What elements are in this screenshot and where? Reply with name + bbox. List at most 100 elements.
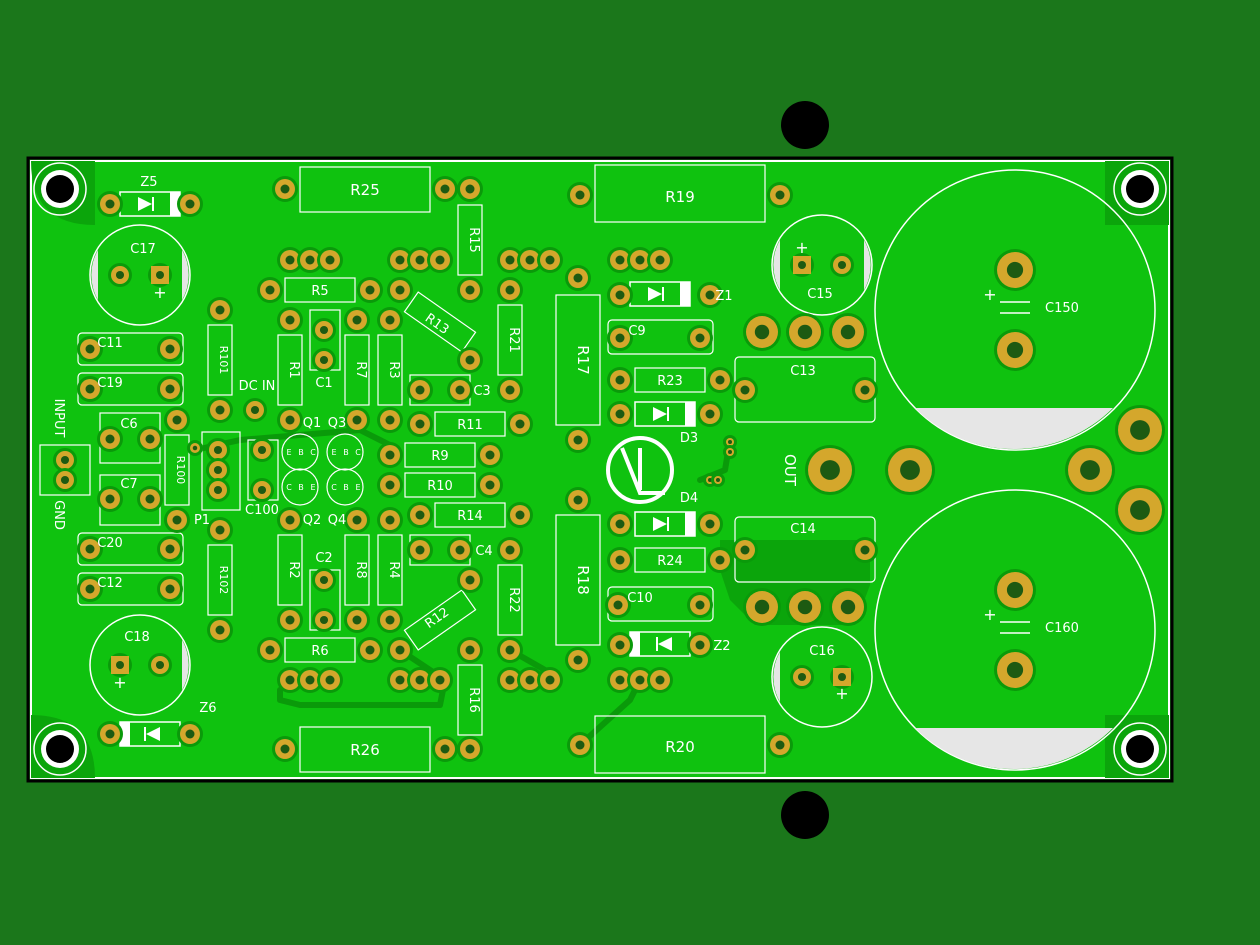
pad-hole	[319, 325, 329, 335]
pad-hole	[705, 290, 715, 300]
label-d4: D4	[680, 491, 698, 506]
pad-hole	[365, 285, 375, 295]
pad-hole	[575, 740, 585, 750]
pad-hole	[415, 675, 425, 685]
label-r1: R1	[286, 361, 301, 378]
pad-hole	[740, 385, 750, 395]
label-c13: C13	[790, 364, 816, 379]
pad-hole	[840, 324, 856, 340]
label-c19: C19	[97, 376, 123, 391]
pad-hole	[615, 333, 625, 343]
pad-hole	[385, 315, 395, 325]
pad-hole	[285, 515, 295, 525]
pad-hole	[105, 494, 115, 504]
pcb-outline	[26, 156, 1174, 783]
pad-hole	[319, 575, 329, 585]
pin-label: E	[331, 448, 336, 457]
pad-hole	[395, 255, 405, 265]
label-r100: R100	[174, 456, 187, 485]
pad-hole	[165, 384, 175, 394]
mounting-hole-icon	[33, 722, 87, 776]
pad-hole	[615, 640, 625, 650]
pad-hole	[145, 434, 155, 444]
pad-hole	[573, 273, 583, 283]
pad-hole	[715, 375, 725, 385]
label-r22: R22	[506, 587, 521, 613]
plus-mark: +	[153, 283, 166, 302]
pad-hole	[105, 434, 115, 444]
pad-hole	[573, 655, 583, 665]
pad-hole	[265, 645, 275, 655]
transistor-outlines	[281, 433, 364, 506]
label-c18: C18	[124, 630, 150, 645]
label-r25: R25	[350, 181, 380, 199]
pad-hole	[85, 584, 95, 594]
pin-label: C	[355, 448, 361, 457]
label-r6: R6	[311, 644, 328, 659]
pad-hole	[415, 510, 425, 520]
label-c14: C14	[790, 522, 816, 537]
pad-hole	[525, 255, 535, 265]
pad-hole	[465, 744, 475, 754]
mounting-hole-icon	[781, 791, 829, 839]
pin-label: B	[343, 483, 349, 492]
pad-hole	[1006, 661, 1024, 679]
pad-hole	[505, 545, 515, 555]
label-c100: C100	[245, 503, 279, 518]
pad-hole	[754, 324, 770, 340]
transistor-pin-labels: E B C E B C C B E C B E	[286, 448, 361, 492]
label-c160: C160	[1045, 621, 1079, 636]
pad-hole	[192, 445, 198, 451]
pad-hole	[635, 675, 645, 685]
pad-hole	[615, 555, 625, 565]
pad-hole	[325, 675, 335, 685]
pad-hole	[695, 600, 705, 610]
pad-hole	[85, 544, 95, 554]
label-q2: Q2	[303, 513, 322, 528]
label-r26: R26	[350, 741, 380, 759]
pad-hole	[615, 375, 625, 385]
pad-hole	[465, 285, 475, 295]
pad-hole	[305, 255, 315, 265]
pad-hole	[728, 450, 732, 454]
pad-hole	[465, 355, 475, 365]
pad-hole	[105, 199, 115, 209]
capacitor-icon	[89, 224, 191, 326]
label-r19: R19	[665, 188, 695, 206]
label-r10: R10	[427, 479, 453, 494]
pad-hole	[257, 445, 267, 455]
pad-hole	[635, 255, 645, 265]
pad-hole	[705, 409, 715, 419]
pad-hole	[573, 495, 583, 505]
label-c15: C15	[807, 287, 833, 302]
label-c6: C6	[120, 417, 137, 432]
label-r2: R2	[286, 561, 301, 578]
pad-hole	[515, 419, 525, 429]
pad-hole	[365, 645, 375, 655]
pad-hole	[85, 344, 95, 354]
pad-hole	[305, 675, 315, 685]
pad-hole	[695, 640, 705, 650]
label-out: OUT	[781, 454, 799, 487]
label-r16: R16	[466, 687, 481, 713]
diode-icon	[629, 281, 691, 307]
silkscreen-labels: R25 R26 R19 R20 R15 R16 R5 R6 R13 R12 R2…	[51, 175, 1079, 759]
pad-hole	[615, 675, 625, 685]
pad-hole	[573, 435, 583, 445]
label-r21: R21	[506, 327, 521, 353]
pin-label: B	[343, 448, 349, 457]
pad-hole	[440, 184, 450, 194]
pad-hole	[465, 575, 475, 585]
label-r11: R11	[457, 418, 483, 433]
pad-hole	[860, 545, 870, 555]
pad-hole	[455, 385, 465, 395]
label-c9: C9	[628, 324, 645, 339]
label-c20: C20	[97, 536, 123, 551]
pad-hole	[728, 440, 732, 444]
pad-hole	[415, 385, 425, 395]
pad-hole	[545, 255, 555, 265]
pad-hole	[505, 285, 515, 295]
pad-hole	[215, 305, 225, 315]
pad-hole	[1006, 581, 1024, 599]
